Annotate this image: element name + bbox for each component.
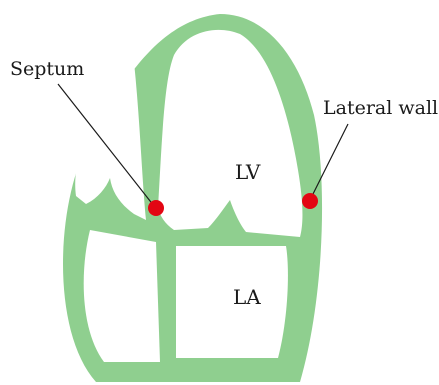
left-ventricle-label: LV xyxy=(235,162,260,182)
septum-marker xyxy=(148,200,164,216)
lateral-wall-marker xyxy=(302,193,318,209)
left-atrium-label: LA xyxy=(233,287,261,307)
lateral-wall-label: Lateral wall xyxy=(323,99,438,118)
septum-label: Septum xyxy=(10,60,84,79)
